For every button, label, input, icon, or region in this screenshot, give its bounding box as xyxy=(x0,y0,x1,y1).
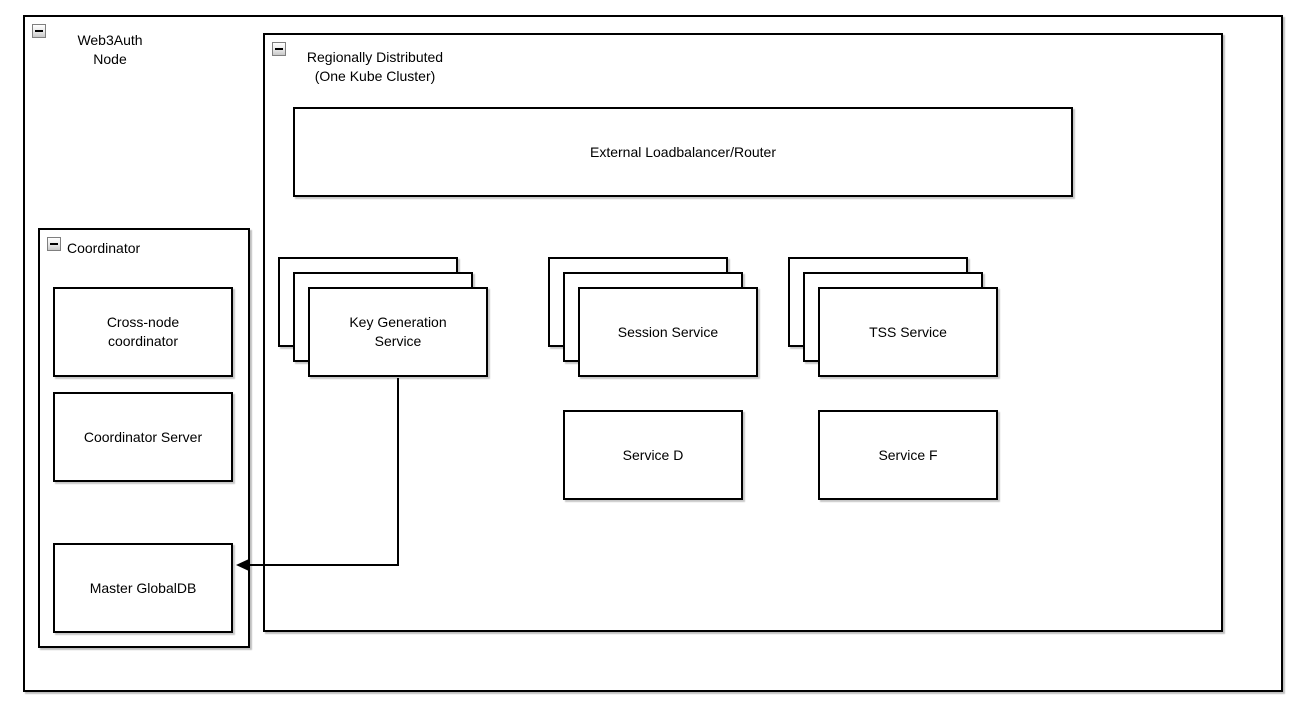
regional-label-line2: (One Kube Cluster) xyxy=(314,68,436,84)
master-globaldb-node[interactable]: Master GlobalDB xyxy=(53,543,233,633)
key-generation-service-stack[interactable]: Key Generation Service xyxy=(278,257,488,377)
service-d-label: Service D xyxy=(622,446,684,463)
session-service-node[interactable]: Session Service xyxy=(578,287,758,377)
coordinator-server-node[interactable]: Coordinator Server xyxy=(53,392,233,482)
web3auth-label-line1: Web3Auth xyxy=(77,32,143,48)
collapse-minus-icon[interactable] xyxy=(272,42,286,56)
coordinator-server-label: Coordinator Server xyxy=(83,428,203,445)
web3auth-node-label: Web3Auth Node xyxy=(55,31,165,69)
tss-service-label: TSS Service xyxy=(869,323,947,340)
key-generation-service-label: Key Generation Service xyxy=(349,314,447,349)
service-f-label: Service F xyxy=(878,446,938,463)
coordinator-group[interactable]: Coordinator Cross-node coordinator Coord… xyxy=(38,228,250,648)
tss-service-node[interactable]: TSS Service xyxy=(818,287,998,377)
collapse-minus-icon[interactable] xyxy=(32,24,46,38)
coordinator-label: Coordinator xyxy=(67,240,141,256)
web3auth-label-line2: Node xyxy=(93,51,127,67)
session-service-label: Session Service xyxy=(617,323,719,340)
service-f-node[interactable]: Service F xyxy=(818,410,998,500)
cross-node-coordinator-node[interactable]: Cross-node coordinator xyxy=(53,287,233,377)
session-service-stack[interactable]: Session Service xyxy=(548,257,758,377)
external-loadbalancer-node[interactable]: External Loadbalancer/Router xyxy=(293,107,1073,197)
regionally-distributed-label: Regionally Distributed (One Kube Cluster… xyxy=(295,48,455,86)
key-generation-service-node[interactable]: Key Generation Service xyxy=(308,287,488,377)
external-loadbalancer-label: External Loadbalancer/Router xyxy=(589,143,776,160)
cross-node-coordinator-label: Cross-node coordinator xyxy=(106,314,180,349)
regional-label-line1: Regionally Distributed xyxy=(306,49,444,65)
collapse-minus-icon[interactable] xyxy=(47,237,61,251)
tss-service-stack[interactable]: TSS Service xyxy=(788,257,998,377)
service-d-node[interactable]: Service D xyxy=(563,410,743,500)
master-globaldb-label: Master GlobalDB xyxy=(89,579,197,596)
